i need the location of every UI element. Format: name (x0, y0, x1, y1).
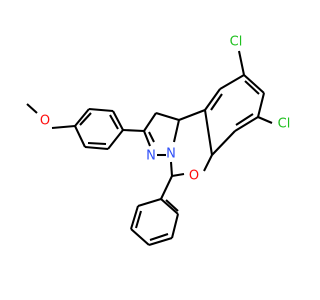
bond-aryl-3-inner (109, 114, 119, 130)
bond-aryl-6 (74, 125, 86, 148)
bond-aryl-2 (88, 107, 114, 113)
bond-ar-2 (204, 88, 221, 111)
atom-cl-lower: Cl (278, 117, 291, 132)
atom-labels: Cl Cl O O N N (40, 35, 290, 184)
bond-ph-4 (130, 228, 150, 246)
atom-n-amine: N (166, 147, 176, 162)
bond-ar-3 (219, 74, 245, 90)
atom-ring-oxygen: O (189, 169, 199, 184)
bond-ar-7 (211, 130, 236, 156)
bond-ph-1-inner (165, 199, 179, 212)
bond-ar-4-inner (244, 80, 260, 95)
bond-c4-c5 (155, 112, 180, 121)
bond-ph-5 (130, 205, 139, 230)
atom-cl-upper: Cl (230, 35, 243, 50)
bond-ph-2 (171, 213, 179, 239)
bond-c6-phenyl (160, 175, 173, 200)
bond-ar-1 (203, 109, 214, 156)
bond-aryl-1 (74, 108, 90, 127)
bonds (26, 50, 273, 246)
bond-c5-n1 (173, 119, 180, 143)
bond-n2-c3-inner (148, 131, 155, 143)
bond-ar-4 (243, 74, 265, 94)
bond-methyl-o (26, 103, 38, 114)
bond-ph-3-inner (149, 233, 169, 241)
bond-o-aryl (51, 124, 76, 130)
bond-c6-o (171, 172, 185, 178)
bond-aryl-pyrazoline (122, 128, 145, 133)
atom-n-imine: N (146, 149, 156, 164)
bond-ar-2-inner (210, 93, 223, 111)
bond-c5-c-ar (178, 109, 206, 121)
bond-ar-6-inner (235, 113, 254, 126)
bond-aryl-5-inner (87, 141, 107, 146)
bond-ar-5 (257, 92, 265, 118)
bond-ph-6 (137, 198, 162, 207)
bond-o-c-ar (203, 154, 213, 172)
bond-ph-3 (148, 237, 173, 246)
atom-methoxy-oxygen: O (40, 114, 50, 129)
bond-c3-c4 (143, 112, 157, 132)
bond-c-cl-upper (237, 50, 246, 76)
molecule-structure-diagram: Cl Cl O O N N (26, 35, 290, 246)
bond-aryl-1-inner (79, 112, 92, 126)
bond-aryl-5 (84, 145, 109, 151)
bond-ph-5-inner (135, 210, 142, 229)
bond-ph-1 (160, 198, 179, 215)
bond-aryl-4 (107, 129, 124, 150)
bond-aryl-3 (112, 110, 124, 131)
bond-c-cl-lower (257, 116, 273, 124)
bond-ar-6 (234, 116, 259, 132)
bond-n2-c3 (143, 130, 151, 147)
bond-n1-c6 (169, 161, 174, 177)
